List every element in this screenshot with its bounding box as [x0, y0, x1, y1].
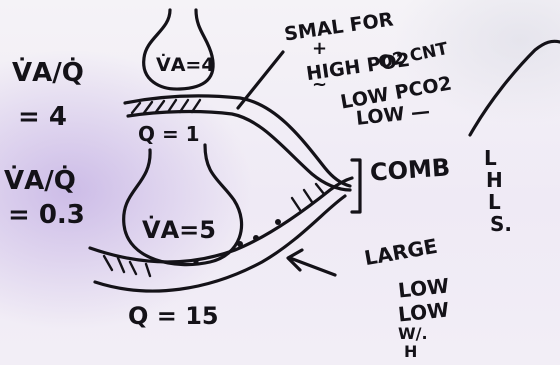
upper-alveolus	[144, 10, 213, 89]
alveolus-top-label: V̇A=4	[156, 56, 215, 75]
alveolus-bottom-label: V̇A=5	[142, 218, 216, 242]
low-label-2: LOW	[397, 299, 450, 324]
low-label-1: LOW	[397, 275, 450, 300]
va-q-lower-value: = 0.3	[8, 202, 85, 228]
comb-letter-4: S.	[490, 214, 512, 234]
q-bottom-label: Q = 15	[128, 304, 219, 328]
va-q-upper-value: = 4	[18, 104, 67, 130]
plus-label: +	[312, 40, 327, 58]
va-q-upper-label: V̇A/Q̇	[12, 60, 84, 86]
lower-alveolus	[124, 145, 242, 265]
q-top-label: Q = 1	[138, 124, 200, 144]
comb-letter-2: H	[486, 170, 503, 190]
comb-bracket	[352, 160, 360, 212]
approx-label: ~	[312, 76, 327, 94]
curve-top-right	[470, 41, 560, 135]
va-q-lower-label: V̇A/Q̇	[4, 168, 76, 194]
wi-label: W/.	[398, 326, 428, 342]
h-label: H	[404, 344, 417, 360]
comb-letter-3: L	[488, 192, 501, 212]
lower-capillary-top	[90, 178, 352, 262]
comb-letter-1: L	[484, 148, 497, 168]
comb-label: COMB	[369, 155, 451, 185]
pointer-line-upper	[238, 52, 283, 108]
